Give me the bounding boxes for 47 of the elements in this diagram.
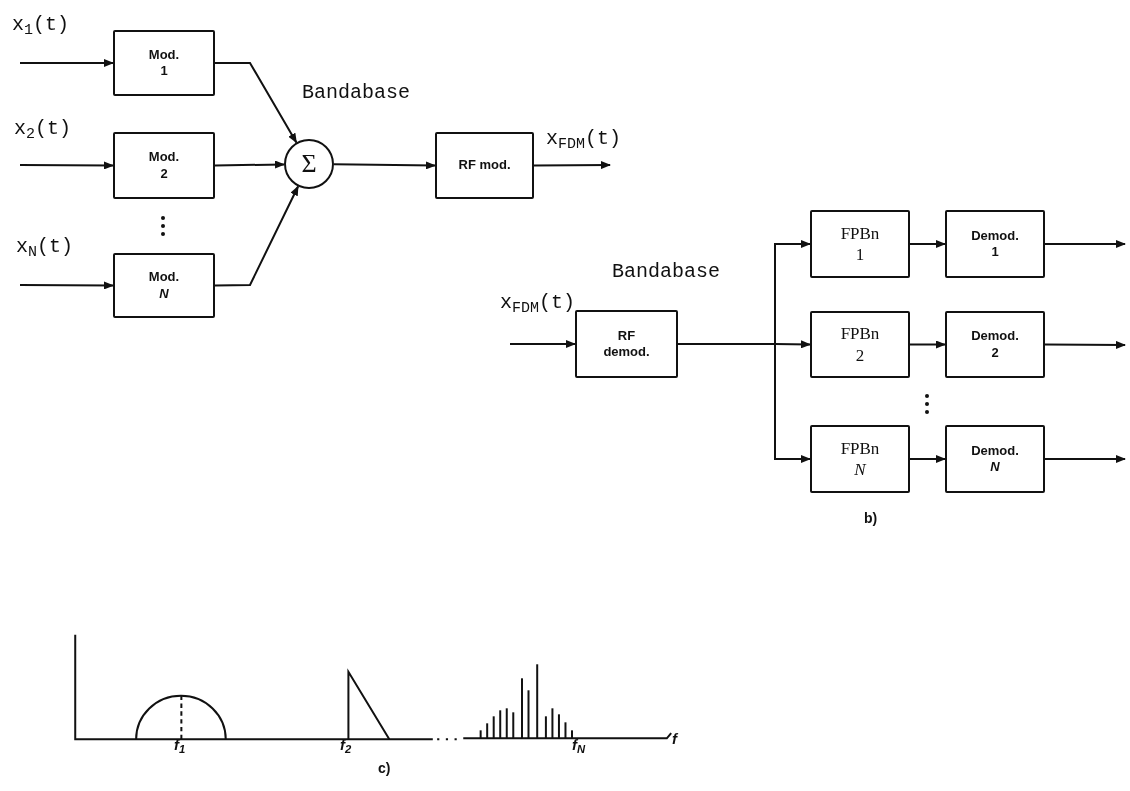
arrow <box>909 240 946 248</box>
signal-label: x$_{2}$(t) <box>14 116 72 144</box>
box-label: Demod. 1 <box>971 227 1019 261</box>
box-label: FPBn 1 <box>840 222 880 266</box>
arrow <box>1044 240 1126 248</box>
box-label: Mod. N <box>148 269 180 302</box>
process-box <box>113 30 215 96</box>
box-label: RF mod. <box>458 157 511 174</box>
arrow <box>19 281 114 290</box>
box-label: Demod. N <box>971 442 1019 476</box>
arrow <box>19 59 114 67</box>
signal-label: x$_{1}$(t) <box>12 12 70 40</box>
signal-label: Bandabase <box>302 80 411 106</box>
process-box <box>945 425 1045 493</box>
arrow <box>677 343 811 463</box>
box-label: FPBn 2 <box>840 323 880 366</box>
arrow <box>1044 455 1126 463</box>
box-label: Σ <box>301 147 317 180</box>
process-box <box>810 425 910 493</box>
arrow <box>333 161 436 170</box>
process-box <box>945 210 1045 278</box>
axis-label: f <box>672 729 677 749</box>
axis-label: f$_{N}$ <box>572 735 586 757</box>
box-label: Mod. 1 <box>148 46 180 80</box>
process-box <box>810 311 910 378</box>
box-label: Mod. 2 <box>148 149 180 182</box>
arrow <box>533 161 611 170</box>
signal-label: Bandabase <box>612 259 721 285</box>
arrow <box>214 160 285 169</box>
arrow <box>19 161 114 170</box>
process-box <box>113 253 215 318</box>
panel-label: b) <box>864 509 878 528</box>
arrow <box>509 340 576 348</box>
box-label: FPBn N <box>840 437 880 481</box>
panel-label: c) <box>378 759 391 778</box>
process-box <box>113 132 215 199</box>
signal-label: x$_{N}$(t) <box>16 234 74 262</box>
box-label: RF demod. <box>603 327 650 361</box>
process-box <box>810 210 910 278</box>
process-box <box>945 311 1045 378</box>
signal-label: x$_{FDM}$(t) <box>500 290 576 318</box>
process-box <box>435 132 534 199</box>
arrow <box>909 455 946 463</box>
box-label: Demod. 2 <box>971 328 1019 361</box>
arrow <box>1044 340 1126 349</box>
process-box <box>575 310 678 378</box>
arrow <box>909 340 946 349</box>
